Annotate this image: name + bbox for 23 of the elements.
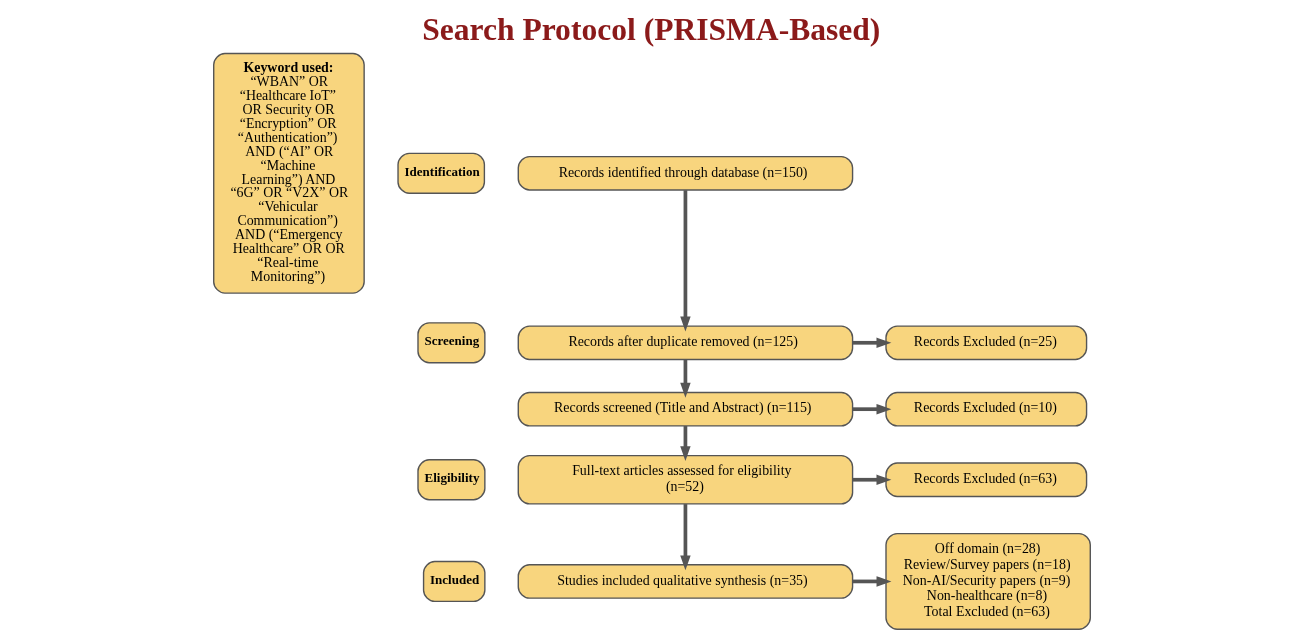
node-box: Screening <box>416 322 486 364</box>
node-box: Off domain (n=28) Review/Survey papers (n=18) Non-AI/Security papers (n=9) Non-healthcare (n=8) Total Excluded (n=63) <box>884 532 1091 630</box>
arrow <box>679 426 691 462</box>
arrow <box>679 190 691 332</box>
arrow <box>852 576 891 587</box>
node-box: Keyword used: “WBAN” OR “Healthcare IoT” OR Security OR “Encryption” OR “Authentication”) AND (“AI” OR “Machine Learning”) AND “6G” OR “V2X” OR “Vehicular Communication”) AND (“Emergency Healthcare” OR OR “Real-time Monitoring”) <box>212 52 365 294</box>
node-box: Identification <box>396 152 485 194</box>
arrow <box>679 504 691 571</box>
arrow <box>852 337 891 348</box>
node-box: Records Excluded (n=63) <box>884 462 1087 498</box>
diagram-title: Search Protocol (PRISMA-Based) <box>421 11 880 47</box>
node-box: Eligibility <box>416 459 486 501</box>
node-box: Studies included qualitative synthesis (n=35) <box>517 564 853 599</box>
node-box: Records screened (Title and Abstract) (n=115) <box>517 391 853 427</box>
arrow <box>852 474 891 485</box>
node-box: Records identified through database (n=150) <box>517 155 853 191</box>
node-box: Included <box>422 560 486 603</box>
arrow <box>679 359 691 398</box>
arrow <box>852 403 891 415</box>
node-box: Records Excluded (n=25) <box>884 325 1087 361</box>
node-box: Records Excluded (n=10) <box>884 391 1087 427</box>
node-box: Records after duplicate removed (n=125) <box>517 325 853 361</box>
node-box: Full-text articles assessed for eligibility (n=52) <box>517 454 853 505</box>
